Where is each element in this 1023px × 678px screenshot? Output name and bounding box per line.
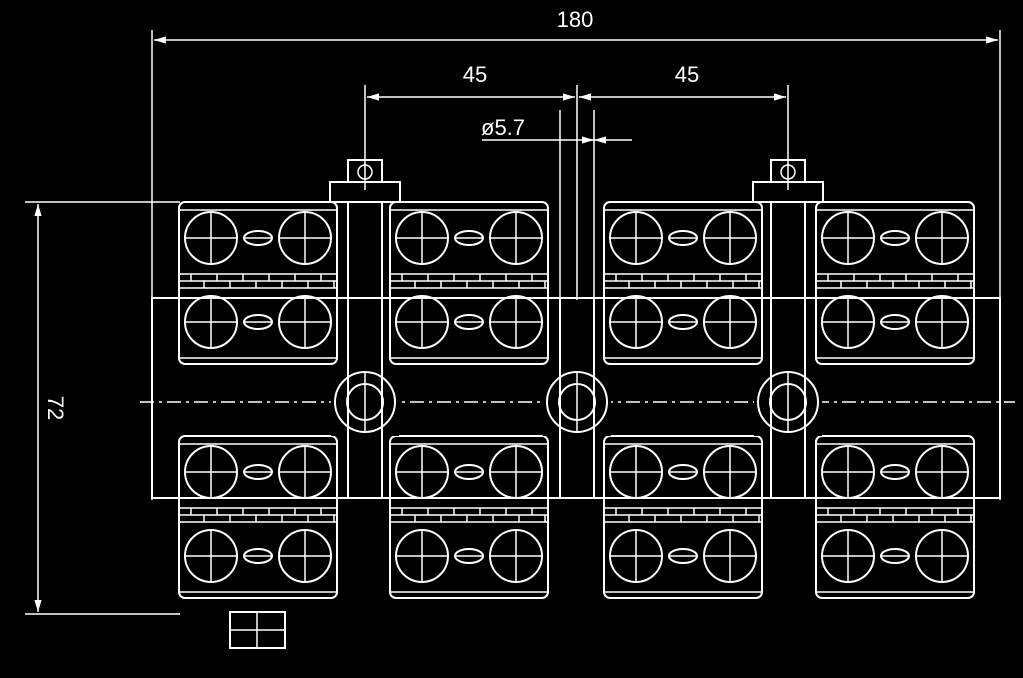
mounting-hole-3 bbox=[754, 368, 822, 436]
mounting-hole-2 bbox=[543, 368, 611, 436]
dimension-hole-diameter-label: ø5.7 bbox=[481, 115, 525, 140]
dimension-pitch-right-label: 45 bbox=[675, 62, 699, 87]
terminal-block-upper-1 bbox=[178, 201, 338, 365]
dimension-hole-diameter: ø5.7 bbox=[481, 110, 632, 300]
dimension-pitch-left-label: 45 bbox=[463, 62, 487, 87]
dimension-height: 72 bbox=[25, 201, 180, 615]
terminal-block-lower-1 bbox=[178, 435, 338, 599]
top-post-right bbox=[752, 159, 824, 499]
terminal-block-lower-2 bbox=[389, 435, 549, 599]
center-post bbox=[559, 297, 595, 499]
dimension-height-label: 72 bbox=[43, 396, 68, 420]
dimension-overall-width-label: 180 bbox=[557, 7, 594, 32]
terminal-block-upper-2 bbox=[389, 201, 549, 365]
mounting-holes bbox=[331, 368, 822, 436]
terminal-block-upper-4 bbox=[815, 201, 975, 365]
terminal-blocks bbox=[178, 201, 975, 599]
mounting-hole-1 bbox=[331, 368, 399, 436]
dimension-pitch: 45 45 bbox=[364, 62, 789, 300]
terminal-block-lower-3 bbox=[603, 435, 763, 599]
top-post-left bbox=[329, 159, 401, 499]
bottom-nut bbox=[229, 611, 286, 649]
terminal-block-upper-3 bbox=[603, 201, 763, 365]
terminal-block-lower-4 bbox=[815, 435, 975, 599]
